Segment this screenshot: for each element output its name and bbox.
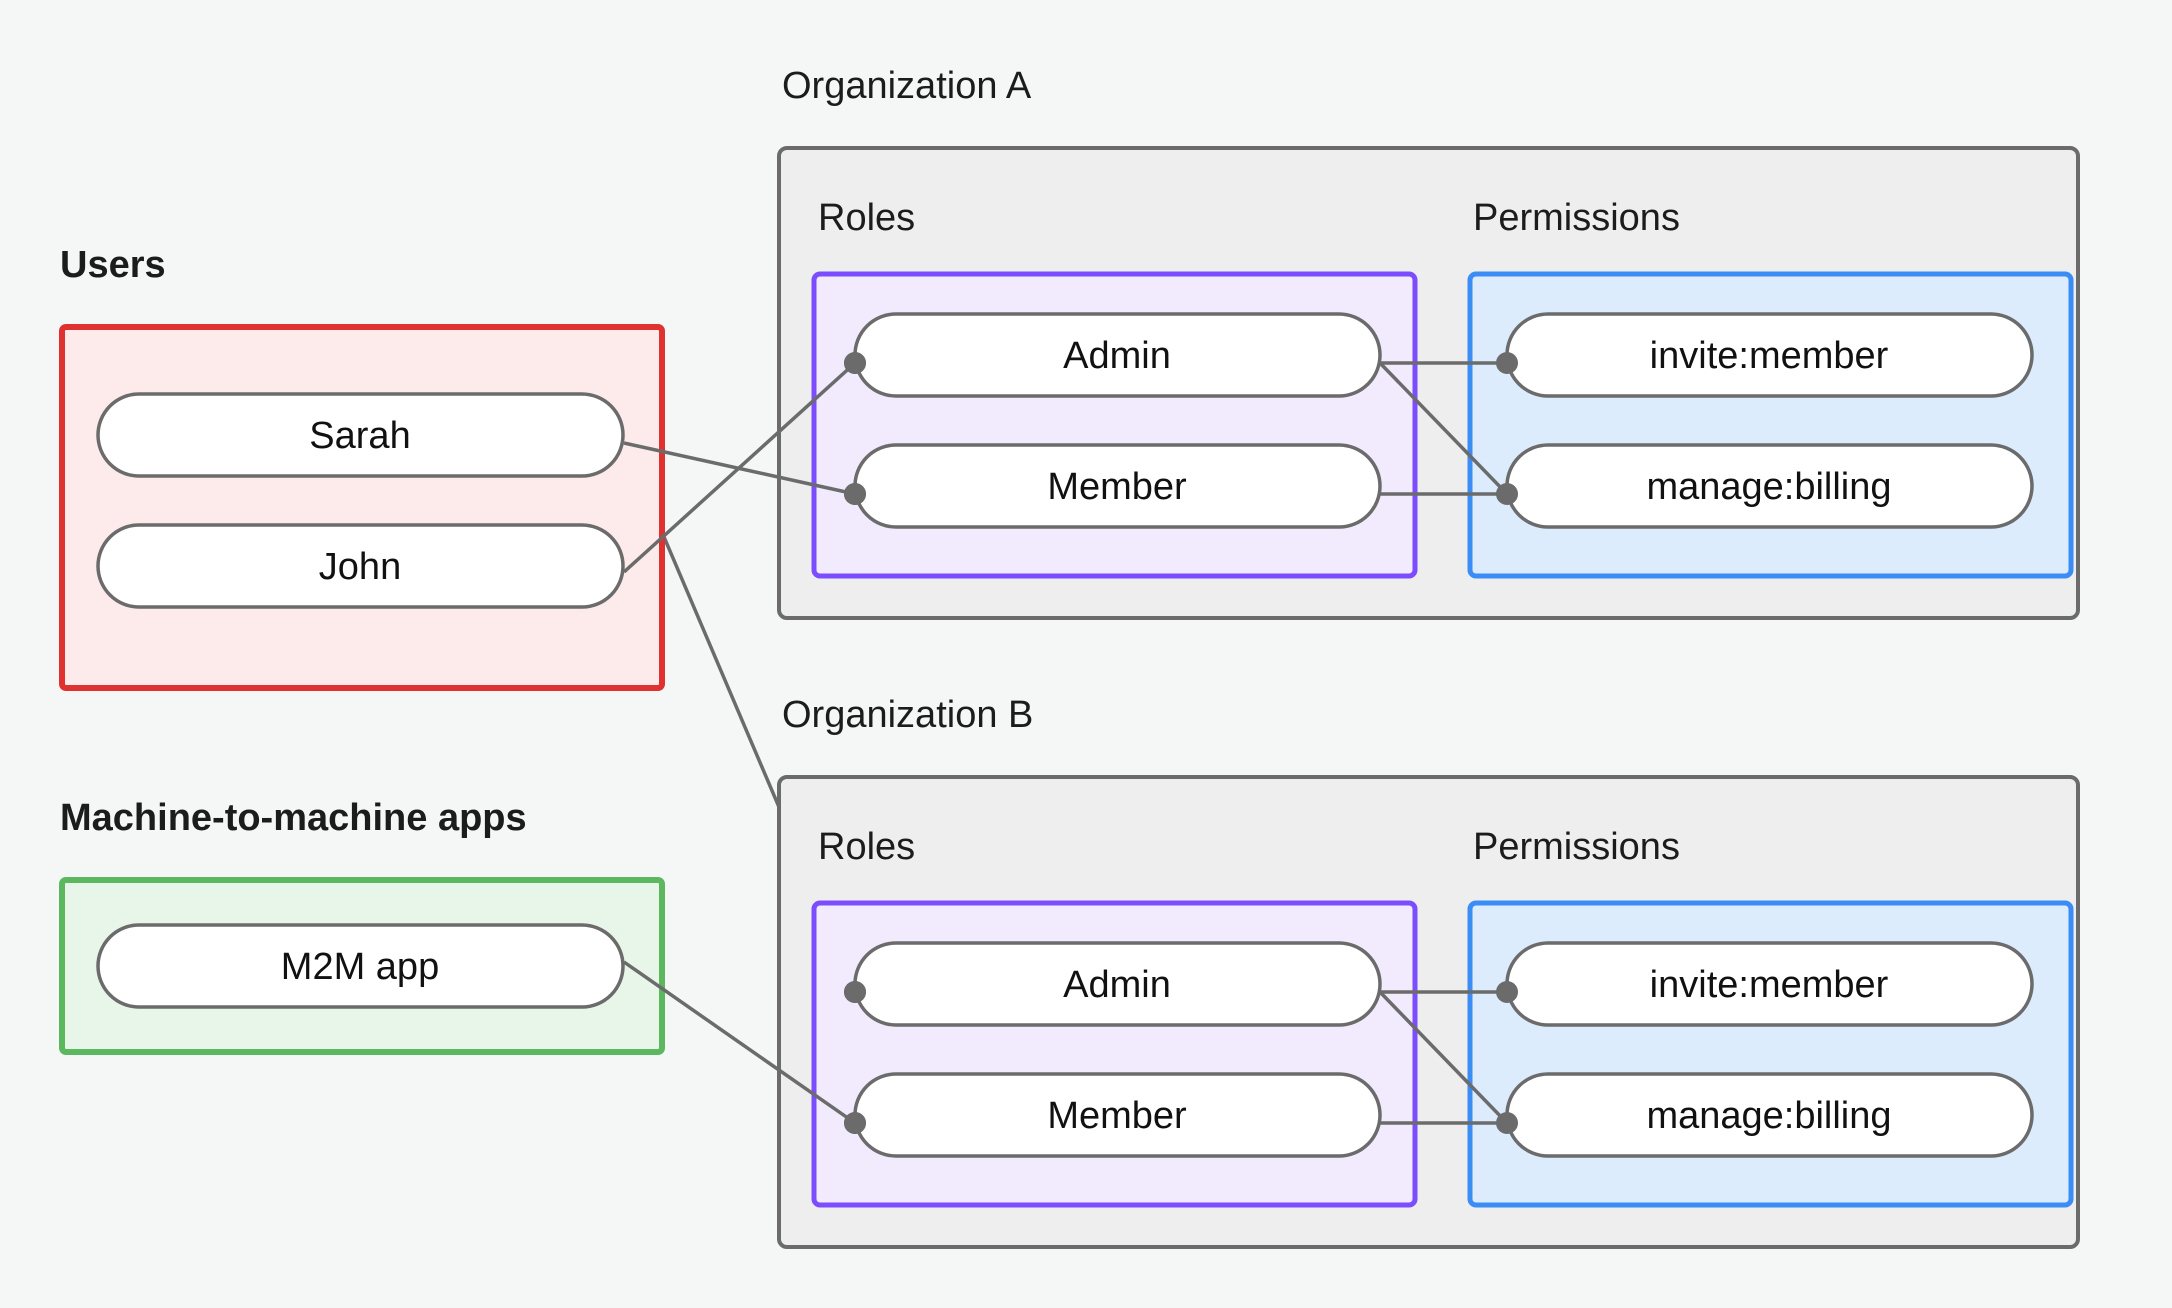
organization-a-role-admin-label: Admin [1063, 335, 1171, 377]
organization-b-role-member[interactable]: Member [853, 1072, 1382, 1158]
organization-b-permission-invite-member-label: invite:member [1650, 964, 1889, 1006]
organization-b-roles-title: Roles [818, 826, 915, 868]
pill-shape [96, 923, 625, 1009]
m2m-node-app-label: M2M app [281, 946, 439, 988]
connector-dot-orgb-billing-in [1496, 1112, 1518, 1134]
users-group: Users Sarah John [59, 244, 665, 691]
organization-a-title: Organization A [782, 65, 1032, 107]
user-node-john-label: John [319, 546, 401, 588]
connector-dot-orga-invite-in [1496, 352, 1518, 374]
organization-b-role-member-label: Member [1047, 1095, 1187, 1137]
users-box [59, 324, 665, 691]
organization-b-role-admin-label: Admin [1063, 964, 1171, 1006]
edge-orga-admin-to-billing [1378, 361, 1509, 496]
organization-a-permission-invite-member-label: invite:member [1650, 335, 1889, 377]
m2m-group: Machine-to-machine apps M2M app [59, 797, 665, 1055]
user-node-john[interactable]: John [96, 523, 625, 609]
user-node-sarah[interactable]: Sarah [96, 392, 625, 478]
organization-b-permissions-title: Permissions [1473, 826, 1680, 868]
user-node-sarah-label: Sarah [309, 415, 410, 457]
organization-b-permission-invite-member[interactable]: invite:member [1505, 941, 2034, 1027]
pill-shape [96, 392, 625, 478]
m2m-node-app[interactable]: M2M app [96, 923, 625, 1009]
organization-a-permission-manage-billing[interactable]: manage:billing [1505, 443, 2034, 529]
users-title: Users [60, 244, 166, 286]
connector-dot-layer-top [844, 352, 866, 1134]
organization-a-permission-invite-member[interactable]: invite:member [1505, 312, 2034, 398]
connector-dot-orga-billing-in [1496, 483, 1518, 505]
connector-dot-orgb-invite-in [1496, 981, 1518, 1003]
organization-a-permissions-title: Permissions [1473, 197, 1680, 239]
organization-a-roles-title: Roles [818, 197, 915, 239]
m2m-title: Machine-to-machine apps [60, 797, 527, 839]
organization-a-permission-manage-billing-label: manage:billing [1646, 466, 1891, 508]
organization-a-role-admin[interactable]: Admin [853, 312, 1382, 398]
organization-a-group: Organization A Roles Permissions Admin M… [777, 65, 2080, 620]
connector-dot-orgb-admin [844, 981, 866, 1003]
organization-b-permission-manage-billing[interactable]: manage:billing [1505, 1072, 2034, 1158]
pill-shape [96, 523, 625, 609]
organization-a-role-member[interactable]: Member [853, 443, 1382, 529]
edge-orgb-admin-to-billing [1378, 990, 1509, 1125]
organization-b-title: Organization B [782, 694, 1033, 736]
edge-john-to-orga-admin [622, 361, 857, 574]
organization-a-role-member-label: Member [1047, 466, 1187, 508]
connector-dot-orgb-member [844, 1112, 866, 1134]
connector-dot-orga-admin [844, 352, 866, 374]
connector-dot-orga-member [844, 483, 866, 505]
edge-m2m-to-orgb-member [622, 960, 857, 1125]
edge-layer-foreground [622, 361, 857, 1125]
organization-b-group: Organization B Roles Permissions Admin M… [777, 694, 2080, 1249]
organization-b-role-admin[interactable]: Admin [853, 941, 1382, 1027]
organization-b-permission-manage-billing-label: manage:billing [1646, 1095, 1891, 1137]
